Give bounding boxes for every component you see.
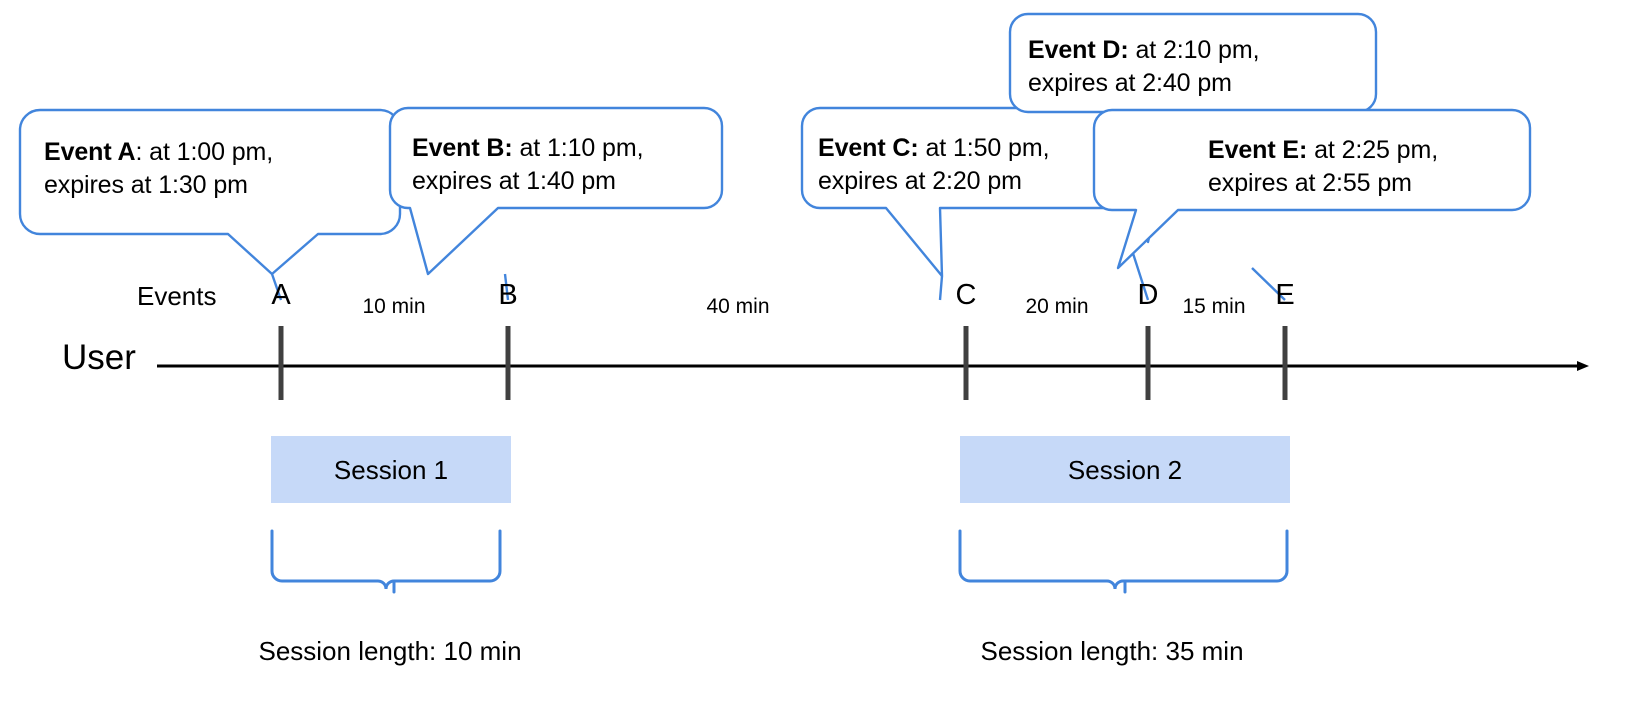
callout-a-text: Event A: at 1:00 pm, expires at 1:30 pm — [44, 136, 273, 202]
gap-label-b-c: 40 min — [706, 295, 770, 318]
gap-label-d-e: 15 min — [1182, 295, 1246, 318]
callout-a-line2: expires at 1:30 pm — [44, 171, 248, 199]
callout-c-line2: expires at 2:20 pm — [818, 167, 1022, 195]
session-bar-1: Session 1 — [271, 436, 511, 503]
tick-label-e: E — [1275, 279, 1295, 311]
tick-label-b: B — [498, 279, 518, 311]
session-bar-1-label: Session 1 — [333, 454, 449, 485]
events-label: Events — [137, 281, 217, 311]
callout-d-text: Event D: at 2:10 pm, expires at 2:40 pm — [1028, 34, 1260, 100]
callout-b-text: Event B: at 1:10 pm, expires at 1:40 pm — [412, 132, 644, 198]
session-1-length-label: Session length: 10 min — [258, 636, 522, 666]
session-2-brace — [958, 529, 1289, 590]
callout-c-line1-rest: at 1:50 pm, — [918, 134, 1050, 162]
callout-b-line1-rest: at 1:10 pm, — [512, 134, 644, 162]
tick-label-a: A — [271, 279, 291, 311]
gap-label-a-b: 10 min — [362, 295, 426, 318]
callout-a-line1-rest: : at 1:00 pm, — [135, 138, 274, 166]
session-bar-2: Session 2 — [960, 436, 1290, 503]
callout-b-bold: Event B: — [412, 134, 513, 162]
callout-e-bold: Event E: — [1208, 136, 1308, 164]
callout-d-line1-rest: at 2:10 pm, — [1128, 36, 1260, 64]
callout-d-line2: expires at 2:40 pm — [1028, 69, 1232, 97]
session-2-length-label: Session length: 35 min — [980, 636, 1244, 666]
callout-a-bold: Event A — [44, 138, 136, 166]
gap-label-c-d: 20 min — [1025, 295, 1089, 318]
callout-c-bold: Event C: — [818, 134, 919, 162]
callout-b-line2: expires at 1:40 pm — [412, 167, 616, 195]
session-1-brace — [270, 529, 502, 590]
callout-c-text: Event C: at 1:50 pm, expires at 2:20 pm — [818, 132, 1050, 198]
tick-label-c: C — [955, 279, 977, 311]
callout-e-line2: expires at 2:55 pm — [1208, 169, 1412, 197]
axis-row-label-user: User — [62, 338, 136, 377]
callout-e-line1-rest: at 2:25 pm, — [1307, 136, 1439, 164]
tick-label-d: D — [1137, 279, 1159, 311]
callout-d-bold: Event D: — [1028, 36, 1129, 64]
callout-e-text: Event E: at 2:25 pm, expires at 2:55 pm — [1208, 134, 1438, 200]
session-bar-2-label: Session 2 — [1067, 454, 1183, 485]
